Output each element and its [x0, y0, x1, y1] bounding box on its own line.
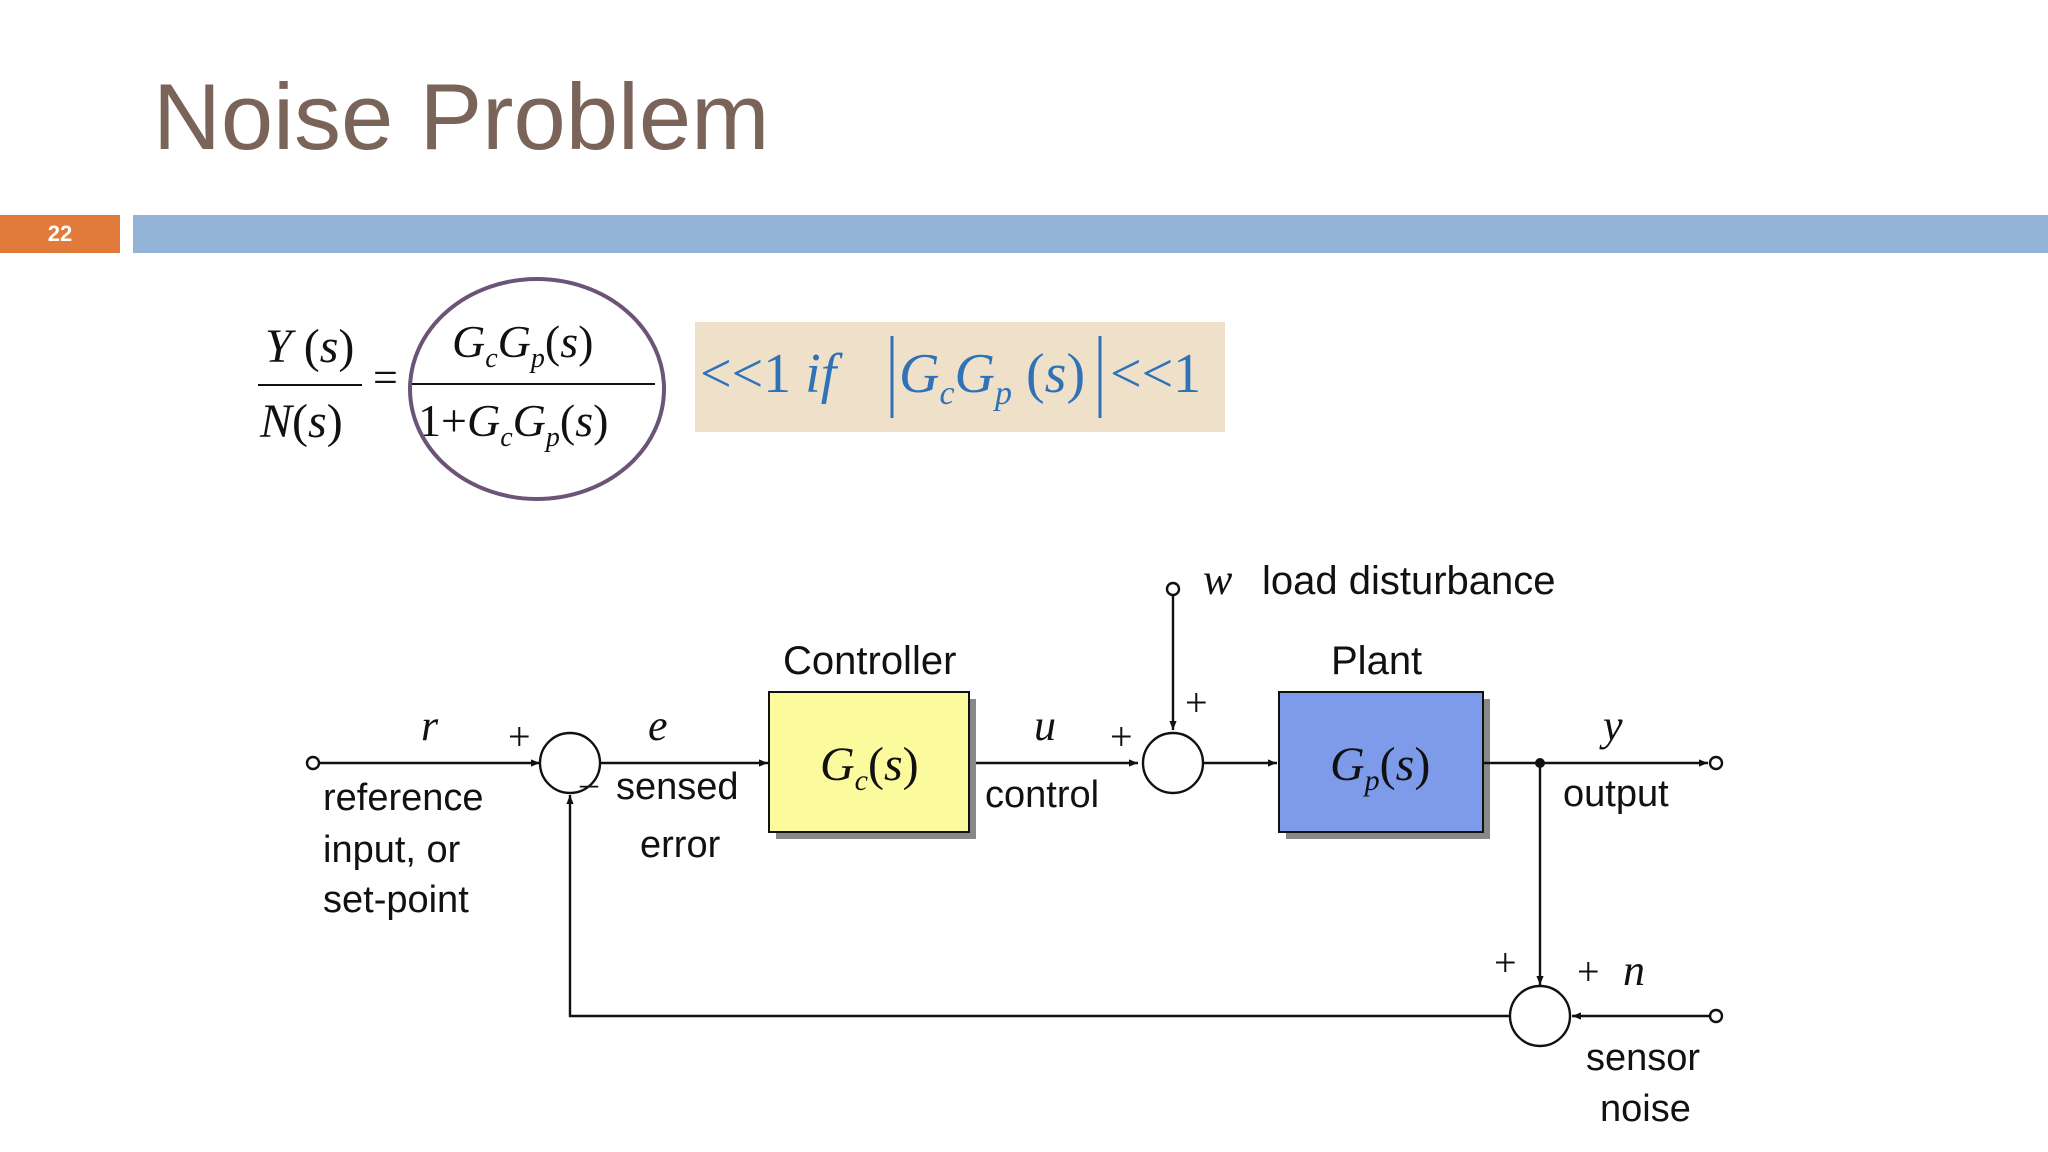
- controller-title: Controller: [783, 639, 956, 683]
- noise-terminal: [1708, 1008, 1724, 1024]
- error-label-1: sensed: [616, 766, 739, 808]
- plant-block-label: Gp(s): [1330, 738, 1430, 797]
- transfer-formula: Y (s) N(s) = GcGp(s) 1+GcGp(s) <<1 if Gc…: [258, 277, 1225, 501]
- reference-label-2: input, or: [323, 829, 461, 871]
- sign-plus-r: +: [508, 714, 531, 759]
- plant-title: Plant: [1331, 639, 1422, 683]
- signal-e: e: [648, 701, 668, 750]
- error-label-2: error: [640, 824, 721, 866]
- plant-block: [1278, 691, 1484, 833]
- load-disturbance-label: load disturbance: [1262, 559, 1556, 603]
- summing-junction-2: [1141, 731, 1205, 795]
- formula-rhs-denominator: 1+GcGp(s): [418, 395, 608, 453]
- sign-minus-feedback: –: [579, 763, 599, 803]
- output-label: output: [1563, 773, 1669, 815]
- signal-r: r: [421, 701, 439, 750]
- svg-text:<<1: <<1: [1110, 343, 1201, 405]
- highlight-ellipse: [408, 277, 666, 501]
- title-rule: [133, 215, 2048, 253]
- sensor-label-1: sensor: [1586, 1037, 1700, 1079]
- page-title: Noise Problem: [153, 64, 770, 169]
- formula-lhs-numerator: Y (s): [265, 320, 354, 373]
- formula-note: <<1 if: [700, 343, 844, 405]
- reference-label-3: set-point: [323, 879, 469, 921]
- sign-plus-y: +: [1494, 940, 1517, 985]
- signal-y: y: [1599, 701, 1623, 750]
- output-terminal: [1708, 755, 1724, 771]
- formula-lhs-denominator: N(s): [259, 395, 343, 448]
- signal-w: w: [1203, 555, 1233, 604]
- formula-rhs-numerator: GcGp(s): [452, 316, 593, 374]
- disturbance-terminal: [1165, 581, 1181, 597]
- controller-block-label: Gc(s): [820, 738, 919, 797]
- sign-plus-n: +: [1577, 949, 1600, 994]
- block-diagram: [305, 581, 1724, 1048]
- reference-label-1: reference: [323, 777, 484, 819]
- sign-plus-w: +: [1185, 680, 1208, 725]
- formula-equals: =: [373, 353, 398, 402]
- sign-plus-u: +: [1110, 714, 1133, 759]
- slide-number: 22: [0, 215, 120, 253]
- control-label: control: [985, 774, 1099, 816]
- sensor-label-2: noise: [1600, 1088, 1691, 1130]
- svg-text:GcGp (s): GcGp (s): [899, 343, 1085, 412]
- reference-terminal: [305, 755, 321, 771]
- signal-u: u: [1034, 701, 1056, 750]
- controller-block: [768, 691, 970, 833]
- signal-n: n: [1623, 946, 1645, 995]
- note-box: [695, 322, 1225, 432]
- summing-junction-3: [1508, 984, 1572, 1048]
